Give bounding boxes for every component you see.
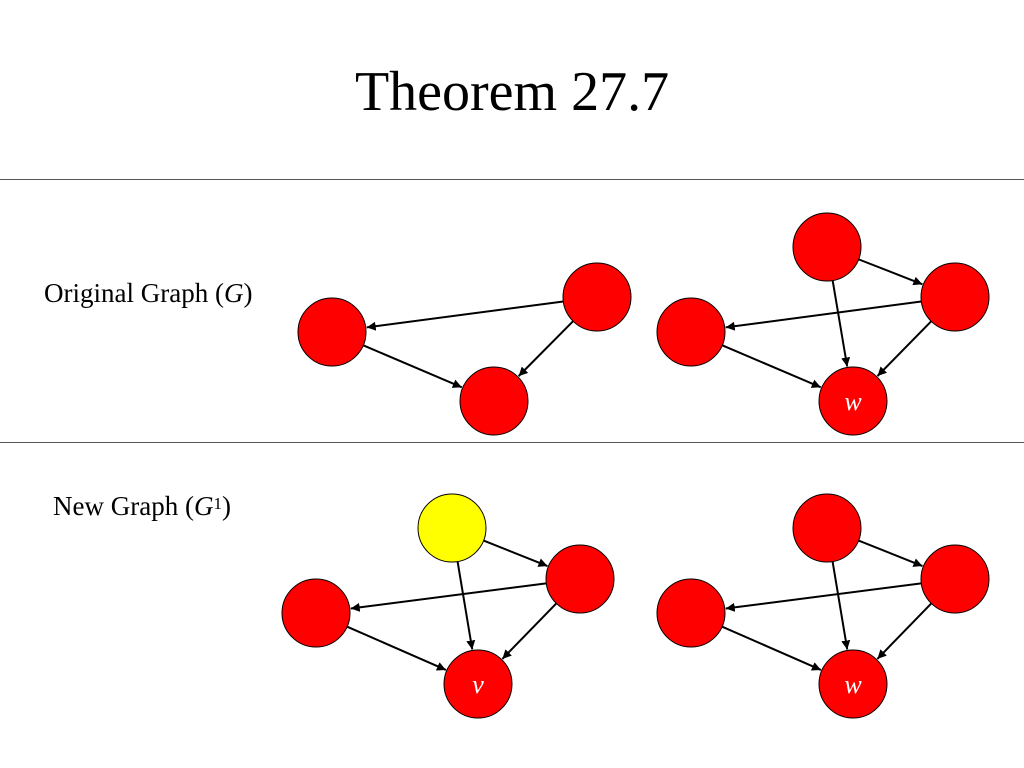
- node-d-top: [792, 493, 862, 563]
- nodes-layer: [281, 212, 990, 719]
- node-labels-layer: w v w: [472, 387, 862, 699]
- edge-b_right-to-b_left: [725, 300, 922, 331]
- node-label-bottom-left-sink: v: [472, 670, 484, 699]
- new-graph-superscript: 1: [213, 494, 222, 513]
- node-b-w: [818, 366, 888, 436]
- edge-d_right-to-d_w: [876, 602, 933, 660]
- new-graph-symbol: G: [193, 491, 214, 521]
- edge-d_left-to-d_w: [721, 625, 822, 671]
- edge-d_right-to-d_left: [725, 582, 922, 612]
- original-graph-label: Original Graph (G): [44, 277, 252, 309]
- node-c-v: [443, 649, 513, 719]
- edge-b_top-to-b_right: [858, 258, 923, 286]
- edge-d_top-to-d_right: [858, 539, 923, 567]
- edge-c_yellow-to-c_right: [483, 539, 548, 567]
- node-b-top: [792, 212, 862, 282]
- original-graph-label-prefix: Original Graph (: [44, 278, 224, 308]
- node-label-top-right-sink: w: [844, 387, 862, 416]
- edge-a_left-to-a_bottom: [362, 344, 463, 389]
- edge-a_right-to-a_left: [366, 300, 564, 331]
- edge-d_top-to-d_w: [831, 561, 851, 650]
- node-label-bottom-right-sink: w: [844, 670, 862, 699]
- new-graph-label-prefix: New Graph (: [53, 491, 194, 521]
- node-b-right: [920, 262, 990, 332]
- node-d-w: [818, 649, 888, 719]
- edge-c_right-to-c_left: [350, 582, 547, 612]
- original-graph-symbol: G: [223, 278, 244, 308]
- edges-layer: [346, 258, 933, 671]
- node-a-left: [297, 297, 367, 367]
- new-graph-label-suffix: ): [221, 491, 231, 521]
- edge-c_right-to-c_v: [501, 602, 558, 660]
- edge-c_yellow-to-c_v: [456, 561, 476, 650]
- node-c-right: [545, 544, 615, 614]
- original-graph-label-suffix: ): [243, 278, 253, 308]
- new-graph-label: New Graph (G1): [53, 490, 231, 522]
- edge-b_left-to-b_w: [721, 344, 822, 389]
- divider-top: [0, 179, 1024, 180]
- node-c-left: [281, 578, 351, 648]
- divider-middle: [0, 442, 1024, 443]
- node-d-left: [656, 578, 726, 648]
- edge-c_left-to-c_v: [346, 625, 447, 671]
- node-a-right: [562, 262, 632, 332]
- slide-title: Theorem 27.7: [354, 61, 670, 123]
- node-b-left: [656, 297, 726, 367]
- node-a-bottom: [459, 366, 529, 436]
- edge-b_right-to-b_w: [876, 320, 932, 377]
- edge-a_right-to-a_bottom: [517, 320, 574, 377]
- edge-b_top-to-b_w: [831, 280, 851, 367]
- node-c-yellow: [417, 493, 487, 563]
- node-d-right: [920, 544, 990, 614]
